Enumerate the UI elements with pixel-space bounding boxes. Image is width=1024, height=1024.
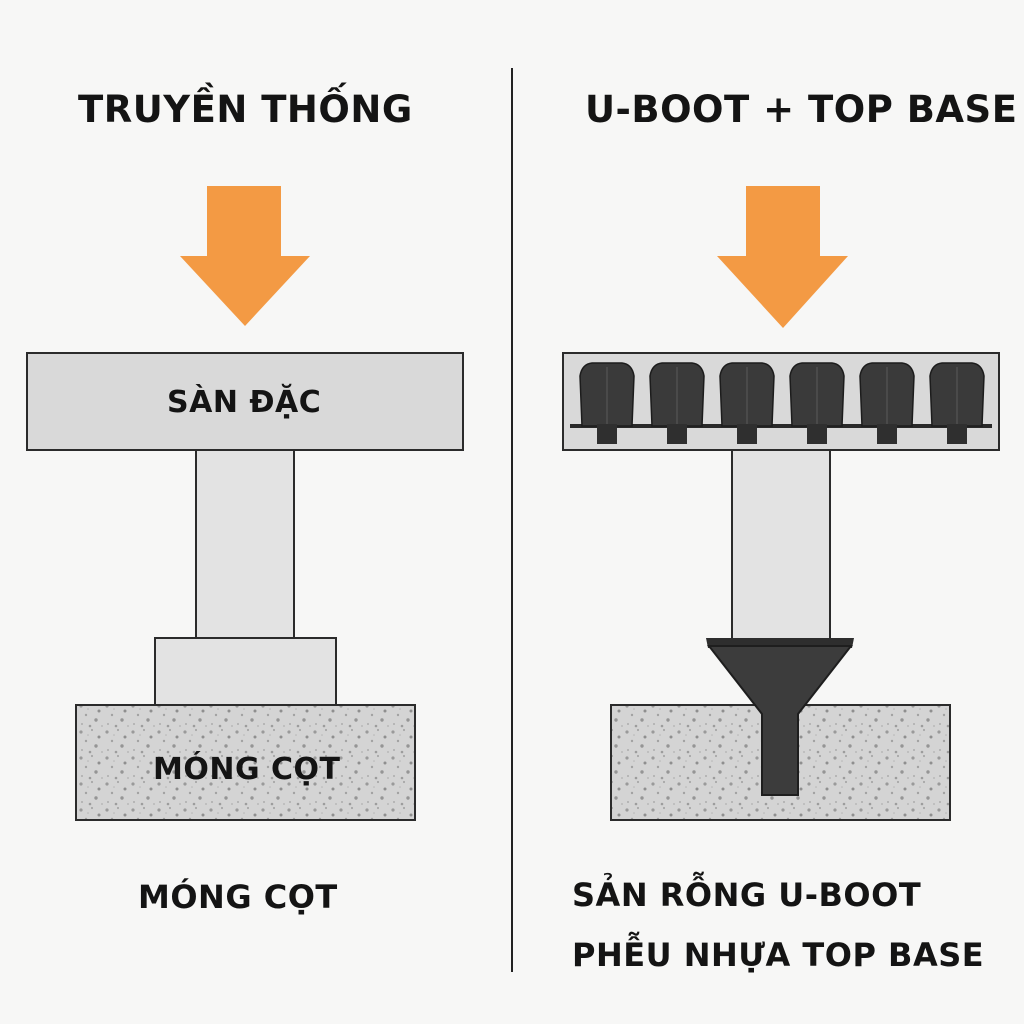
top-base-funnel: [706, 638, 854, 796]
footing-label: MÓNG CỌT: [153, 752, 341, 787]
uboot-pod: [789, 362, 845, 444]
column-pedestal: [154, 637, 337, 706]
uboot-pod: [929, 362, 985, 444]
uboot-pod: [579, 362, 635, 444]
right-caption-line1: SẢN RỖNG U-BOOT: [572, 876, 922, 914]
uboot-pod: [649, 362, 705, 444]
left-caption: MÓNG CỌT: [138, 878, 338, 916]
column-right: [731, 449, 831, 643]
hollow-slab: [562, 352, 1000, 451]
column-left: [195, 449, 295, 641]
load-arrow-right: [717, 186, 848, 328]
load-arrow-left: [180, 186, 310, 326]
pad-footing-texture: [77, 706, 414, 819]
uboot-pod: [859, 362, 915, 444]
right-caption-line2: PHỄU NHỰA TOP BASE: [572, 936, 985, 974]
right-heading: U-BOOT + TOP BASE: [585, 88, 1018, 131]
uboot-pod: [719, 362, 775, 444]
uboot-formwork-row: [579, 362, 985, 444]
left-heading: TRUYỀN THỐNG: [78, 88, 413, 131]
slab-label: SÀN ĐẶC: [167, 385, 322, 420]
funnel-body: [706, 645, 854, 796]
